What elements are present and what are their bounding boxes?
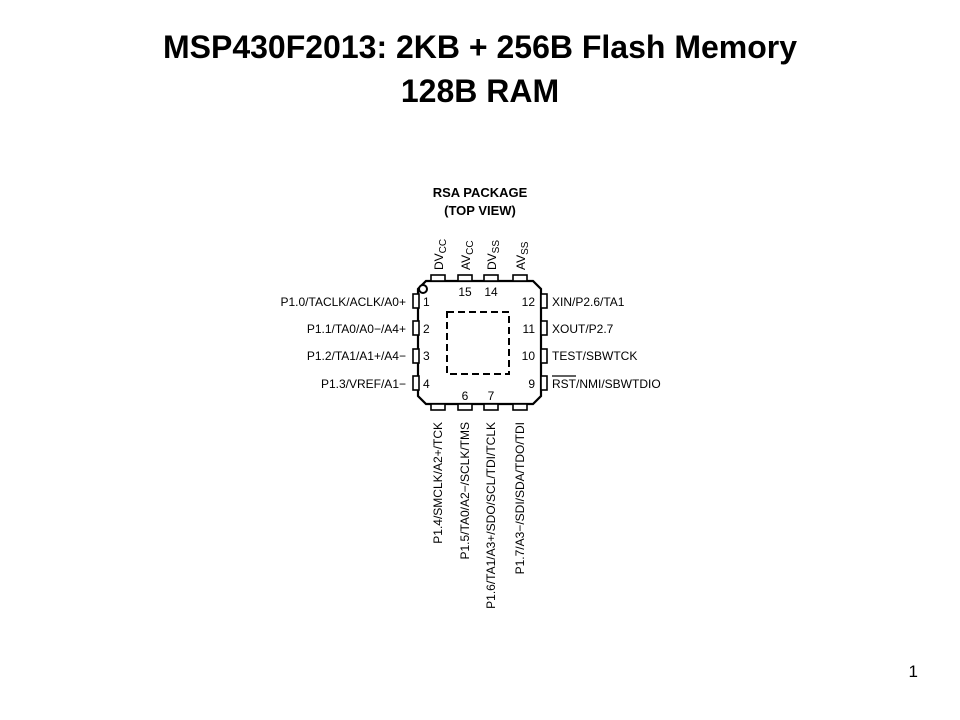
pin-number: 4 [423,377,430,391]
pin-pad [457,403,473,411]
right-pin-group: 12 XIN/P2.6/TA1 11 XOUT/P2.7 10 TEST/SBW… [522,293,661,391]
bottom-pin-group: 5 P1.4/SMCLK/A2+/TCK 6 P1.5/TA0/A2−/SCLK… [430,389,528,609]
pin-number: 9 [528,377,535,391]
pin-label-sub: SS [491,240,502,254]
pin-pad [430,403,446,411]
pin-label: P1.6/TA1/A3+/SDO/SCL/TDI/TCLK [484,422,498,609]
pin-number: 2 [423,322,430,336]
pin-label-sub: SS [520,241,531,255]
pin-pad [457,274,473,282]
pin-number: 10 [522,349,536,363]
pin-label: DVCC [432,239,449,270]
pin1-marker-icon [418,284,428,294]
pin-label: P1.5/TA0/A2−/SCLK/TMS [458,422,472,560]
pin-pad [512,274,528,282]
pin-pad [540,375,548,391]
pin-label: P1.0/TACLK/ACLK/A0+ [280,295,406,309]
pin-pad [412,293,420,309]
pin-label: XIN/P2.6/TA1 [552,295,625,309]
slide-title-line-1: MSP430F2013: 2KB + 256B Flash Memory [162,29,798,65]
pin-pad [483,274,499,282]
pin-label-main: AV [459,255,473,270]
pin-pad [540,293,548,309]
pin-label: XOUT/P2.7 [552,322,614,336]
pin-label-main: AV [514,255,528,270]
thermal-pad [446,311,510,375]
pin-label: AVCC [459,240,476,270]
pin-label: P1.2/TA1/A1+/A4− [307,349,406,363]
pin-label-rest: /NMI/SBWTDIO [576,377,661,391]
pin-label-sub: CC [465,240,476,254]
pin-number: 12 [522,295,536,309]
pin-label: TEST/SBWTCK [552,349,637,363]
slide-title-line-2: 128B RAM [400,73,560,109]
pin-number: 1 [423,295,430,309]
pin-label-sub: CC [438,239,449,253]
pin-pad [483,403,499,411]
pin-label-overbar-part: RST [552,377,577,391]
pin-pad [412,375,420,391]
pin-pad [540,320,548,336]
pin-label: P1.4/SMCLK/A2+/TCK [431,422,445,544]
package-view: (TOP VIEW) [444,203,516,218]
pin-label: P1.7/A3−/SDI/SDA/TDO/TDI [513,422,527,574]
pin-label-main: DV [432,253,446,270]
left-pin-group: 1 P1.0/TACLK/ACLK/A0+ 2 P1.1/TA0/A0−/A4+… [280,293,430,391]
pin-label: P1.1/TA0/A0−/A4+ [307,322,406,336]
package-name: RSA PACKAGE [432,185,528,200]
pin-pad [412,320,420,336]
pin-label-main: DV [485,253,499,270]
slide-number: 1 [908,662,918,681]
pin-label: AVSS [514,241,531,270]
pin-pad [540,348,548,364]
pin-pad [412,348,420,364]
pin-pad [430,274,446,282]
pin-label: RST/NMI/SBWTDIO [552,377,661,391]
pin-number: 15 [458,285,472,299]
pin-number: 14 [484,285,498,299]
pin-label: P1.3/VREF/A1− [321,377,406,391]
pin-label: DVSS [485,240,502,270]
pin-number: 3 [423,349,430,363]
pin-number: 7 [488,389,495,403]
pin-pad [512,403,528,411]
pin-number: 11 [523,322,536,336]
pin-number: 6 [462,389,469,403]
top-pin-group: 16 DVCC 15 AVCC 14 DVSS 13 AVSS [430,239,531,299]
